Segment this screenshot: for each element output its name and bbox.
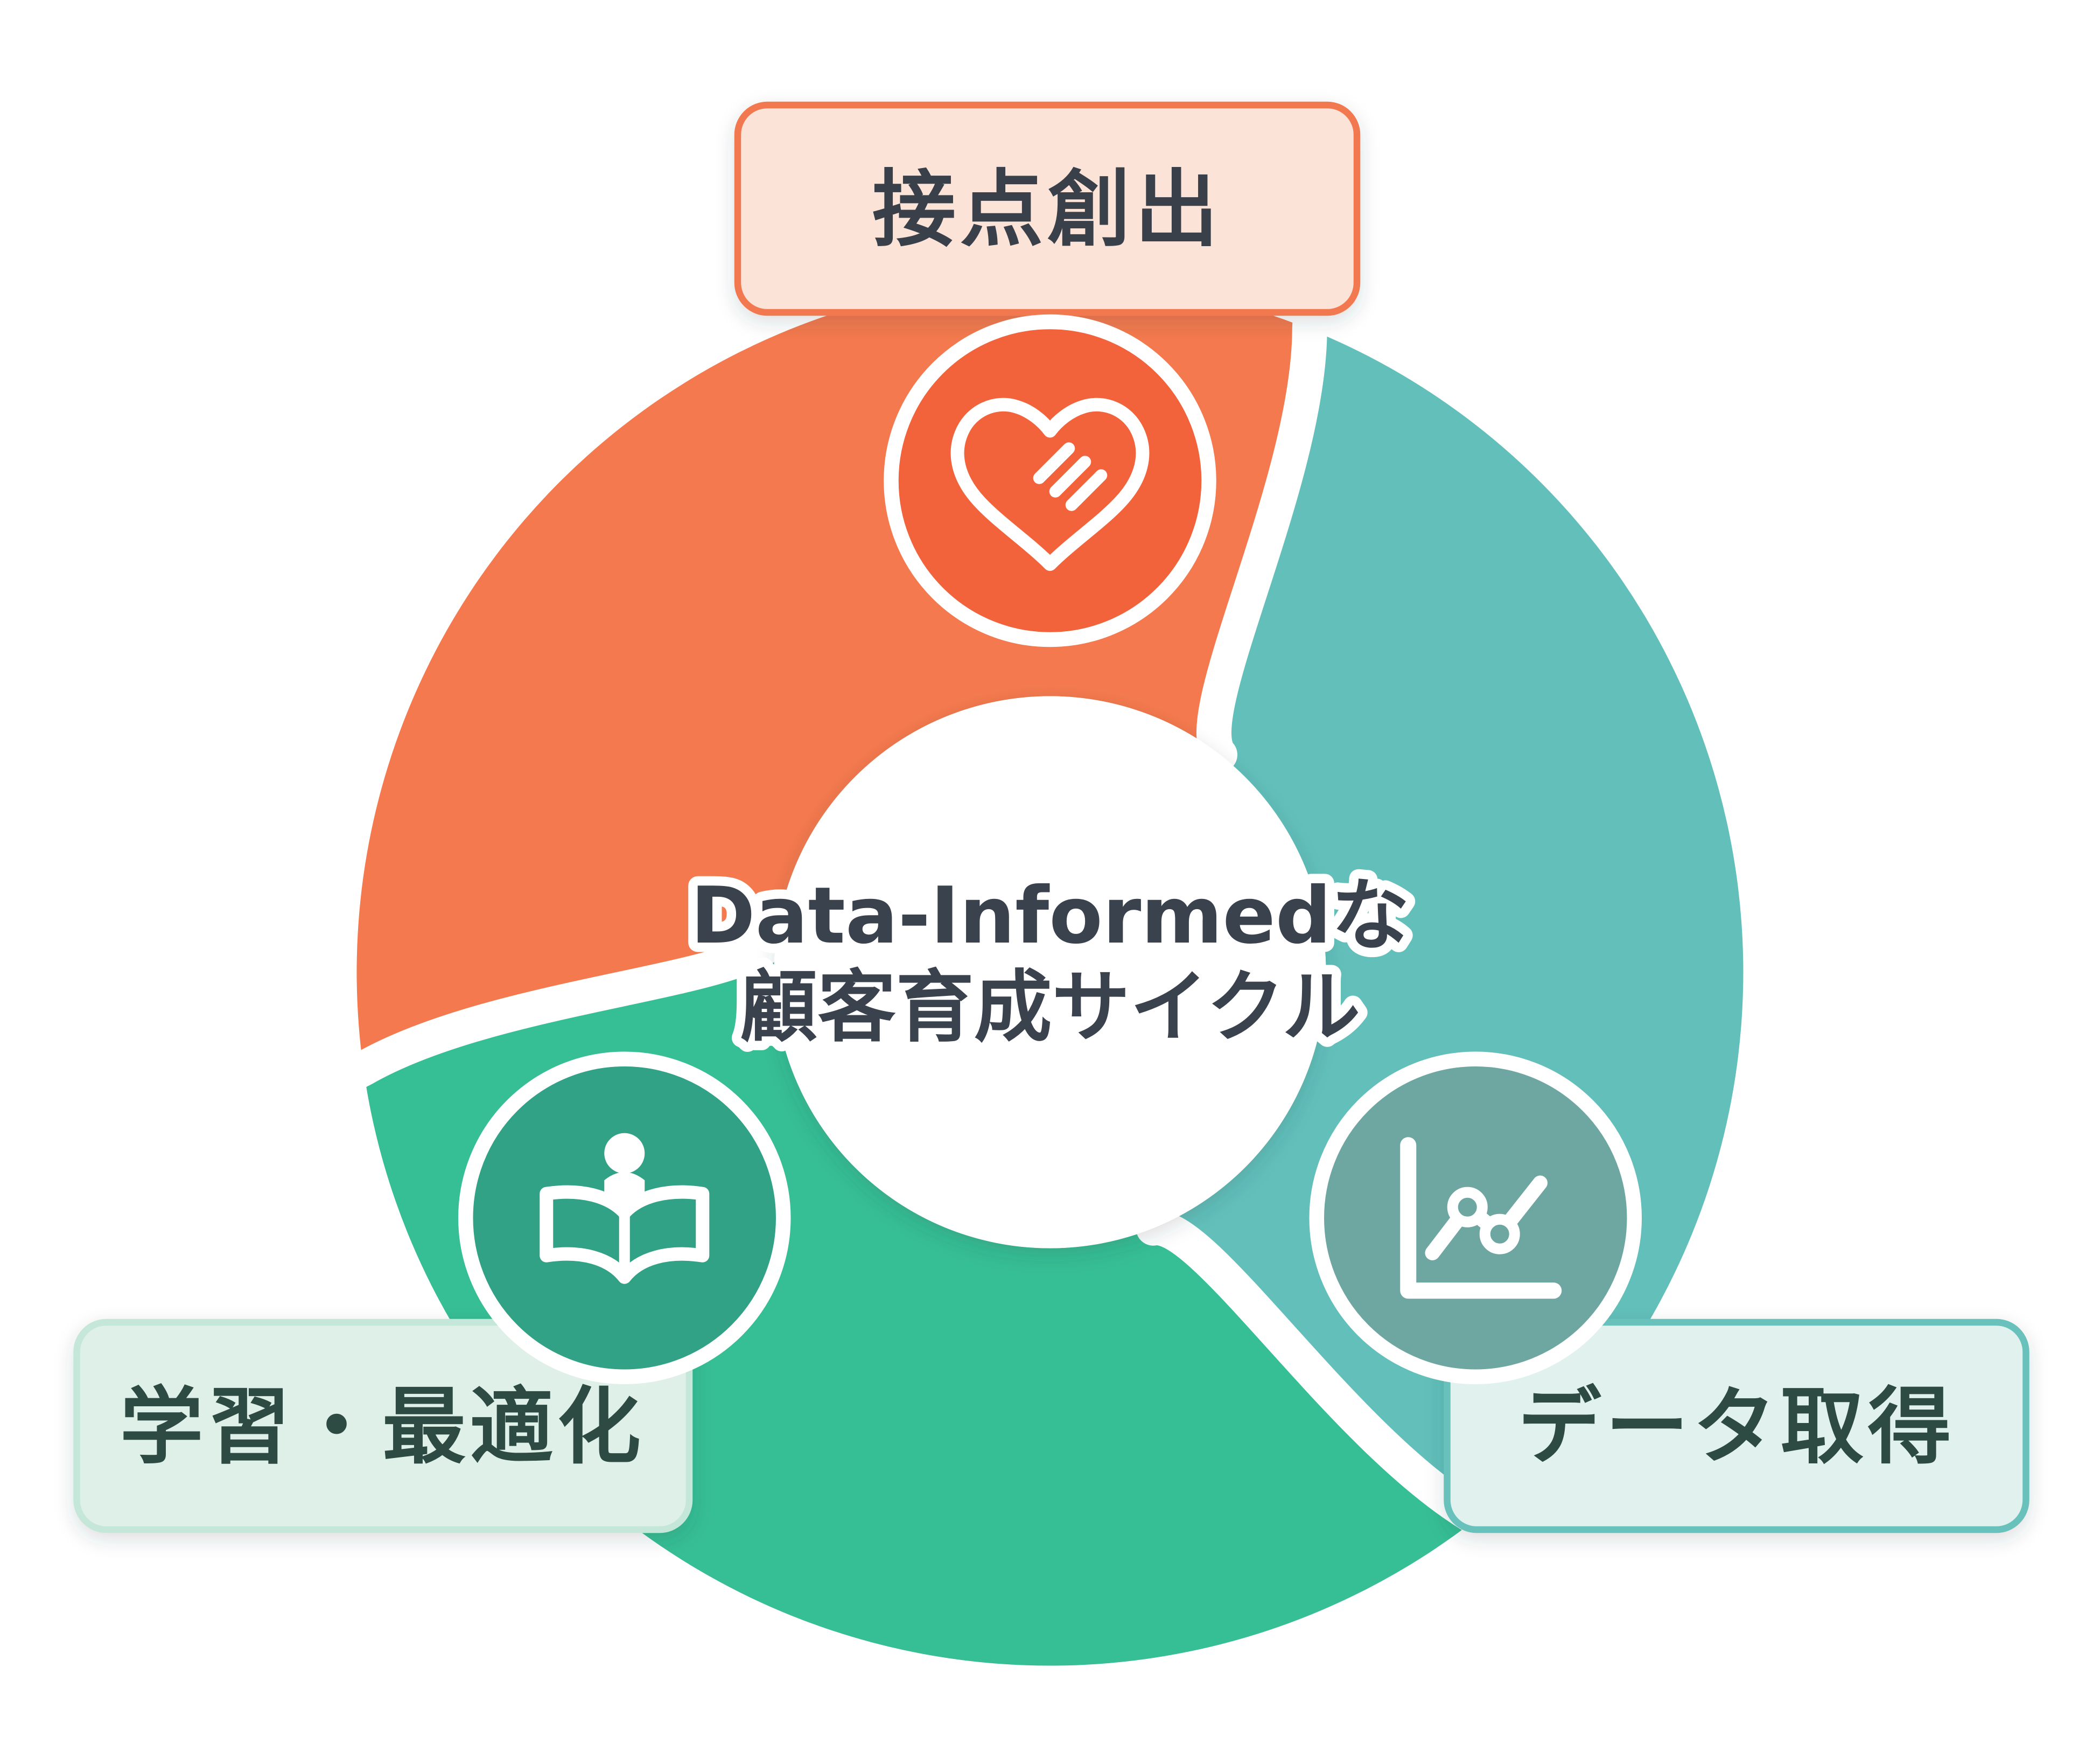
icon-badge-contact-creation — [884, 314, 1216, 647]
center-title-line1: Data-Informedな — [690, 870, 1409, 961]
chart-line-icon — [1400, 1137, 1562, 1299]
data-acquisition-label: データ取得 — [1518, 1378, 1956, 1476]
segment-gap — [1136, 1210, 1527, 1557]
contact-creation-label: 接点創出 — [872, 161, 1222, 259]
cycle-gaps — [312, 273, 1527, 1557]
segment-gap — [1196, 273, 1329, 772]
center-circle — [774, 696, 1326, 1248]
contact-creation-box — [734, 101, 1361, 316]
learning-optimization-box — [73, 1319, 693, 1533]
icon-circle — [884, 314, 1216, 647]
book-reader-icon — [540, 1133, 710, 1284]
icon-layer — [458, 314, 1642, 1384]
segment-gap — [312, 916, 794, 1104]
node-label-learning-optimization: 学習・最適化 — [73, 1319, 693, 1533]
learning-optimization-label: 学習・最適化 — [120, 1378, 645, 1476]
heart-handshake-icon — [950, 397, 1150, 571]
node-label-contact-creation: 接点創出 — [734, 101, 1361, 316]
center-title-line2: 顧客育成サイクル — [740, 962, 1361, 1053]
center-title: Data-Informedな 顧客育成サイクル — [681, 861, 1419, 1063]
icon-badge-data-acquisition — [1309, 1051, 1642, 1384]
node-label-data-acquisition: データ取得 — [1444, 1319, 2029, 1533]
data-acquisition-box — [1444, 1319, 2029, 1533]
icon-badge-learning-optimization — [458, 1051, 791, 1384]
